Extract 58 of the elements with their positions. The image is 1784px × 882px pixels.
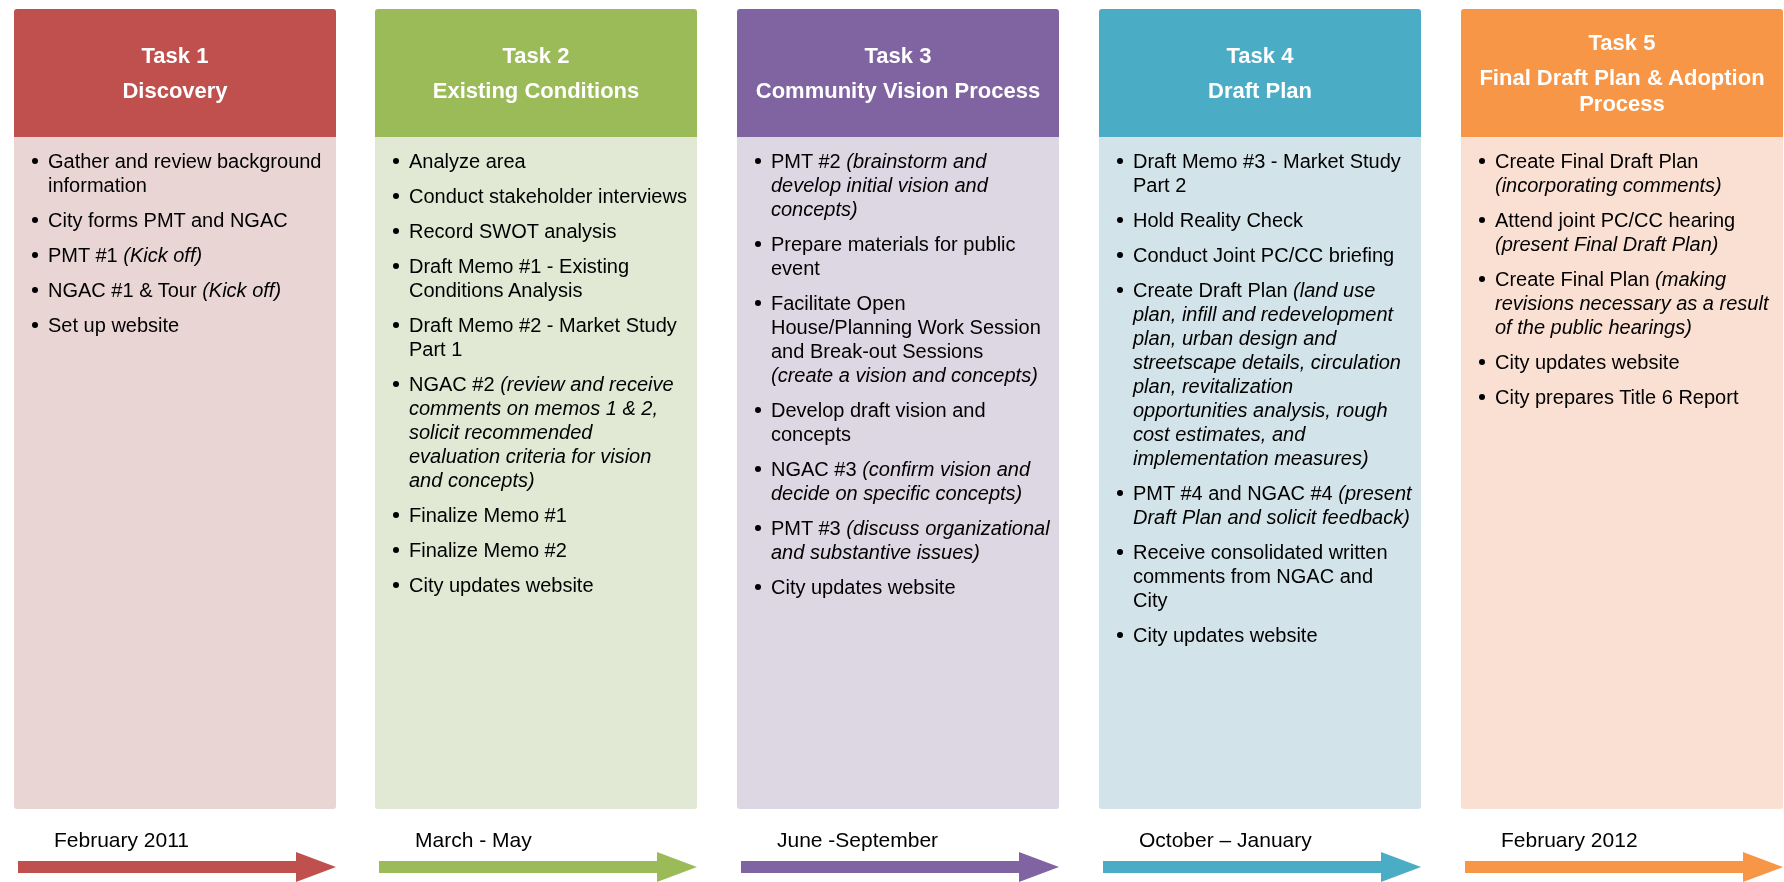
bullet-item: Facilitate Open House/Planning Work Session and Break-out Sessions (create a vision and concepts) <box>771 291 1042 387</box>
bullet-item: PMT #3 (discuss organizational and substantive issues) <box>771 516 1051 564</box>
bullet-item: City updates website <box>1495 350 1680 374</box>
date-range-label: October – January <box>1139 828 1312 852</box>
task-panel <box>737 137 1059 809</box>
task-title: Discovery <box>121 78 229 104</box>
bullet-item: PMT #2 (brainstorm and develop initial vision and concepts) <box>771 149 990 221</box>
bullet-item: Gather and review background information <box>48 149 323 197</box>
task-panel <box>375 137 697 809</box>
bullet-item: City prepares Title 6 Report <box>1495 385 1739 409</box>
bullet-item: Conduct stakeholder interviews <box>409 184 687 208</box>
task-number: Task 2 <box>501 42 571 68</box>
task-title: Existing Conditions <box>431 78 641 104</box>
task-title: Draft Plan <box>1207 78 1313 104</box>
bullet-item: Set up website <box>48 313 180 337</box>
date-range-label: June -September <box>777 828 939 852</box>
task-header-band <box>375 9 697 137</box>
bullet-item: PMT #1 (Kick off) <box>48 243 203 267</box>
bullet-item: Attend joint PC/CC hearing (present Final Draft Plan) <box>1495 208 1737 256</box>
bullet-item: Create Final Draft Plan (incorporating comments) <box>1495 149 1723 197</box>
bullet-item: Receive consolidated written comments from NGAC and City <box>1133 540 1389 612</box>
bullet-item: Draft Memo #1 - Existing Conditions Analysis <box>409 254 631 302</box>
task-header-band <box>14 9 336 137</box>
task-header-band <box>737 9 1059 137</box>
task-header-band <box>1099 9 1421 137</box>
bullet-item: Develop draft vision and concepts <box>771 398 987 446</box>
bullet-item: Hold Reality Check <box>1133 208 1304 232</box>
bullet-item: Analyze area <box>409 149 526 173</box>
date-range-label: February 2011 <box>54 828 190 852</box>
task-number: Task 1 <box>140 42 210 68</box>
bullet-item: City updates website <box>409 573 594 597</box>
task-title: Community Vision Process <box>754 78 1042 104</box>
bullet-item: Finalize Memo #2 <box>409 538 567 562</box>
bullet-item: Draft Memo #3 - Market Study Part 2 <box>1133 149 1402 197</box>
bullet-item: PMT #4 and NGAC #4 (present Draft Plan and solicit feedback) <box>1133 481 1413 529</box>
task-number: Task 4 <box>1225 42 1295 68</box>
bullet-item: Finalize Memo #1 <box>409 503 567 527</box>
date-range-label: February 2012 <box>1501 828 1638 852</box>
bullet-item: Prepare materials for public event <box>771 232 1017 280</box>
task-title: Final Draft Plan & Adoption Process <box>1478 65 1766 116</box>
bullet-item: NGAC #2 (review and receive comments on memos 1 & 2, solicit recommended evaluation criteria for vision and concepts) <box>409 372 675 492</box>
task-number: Task 3 <box>863 42 933 68</box>
bullet-item: City updates website <box>1133 623 1318 647</box>
bullet-item: Record SWOT analysis <box>409 219 617 243</box>
bullet-item: Conduct Joint PC/CC briefing <box>1133 243 1395 267</box>
task-number: Task 5 <box>1587 30 1657 56</box>
task-panel <box>1461 137 1783 809</box>
date-range-label: March - May <box>415 828 532 852</box>
task-panel <box>14 137 336 809</box>
bullet-item: Create Final Plan (making revisions necessary as a result of the public hearings) <box>1495 267 1770 339</box>
bullet-item: City updates website <box>771 575 956 599</box>
bullet-item: Draft Memo #2 - Market Study Part 1 <box>409 313 678 361</box>
bullet-item: NGAC #1 & Tour (Kick off) <box>48 278 282 302</box>
bullet-item: City forms PMT and NGAC <box>48 208 288 232</box>
task-panel <box>1099 137 1421 809</box>
bullet-item: Create Draft Plan (land use plan, infill and redevelopment plan, urban design and streetscape details, circulation plan, revitalization opportunities analysis, rough cost estimates, and implementation measures) <box>1133 278 1402 470</box>
bullet-item: NGAC #3 (confirm vision and decide on specific concepts) <box>771 457 1032 505</box>
task-header-band <box>1461 9 1783 137</box>
